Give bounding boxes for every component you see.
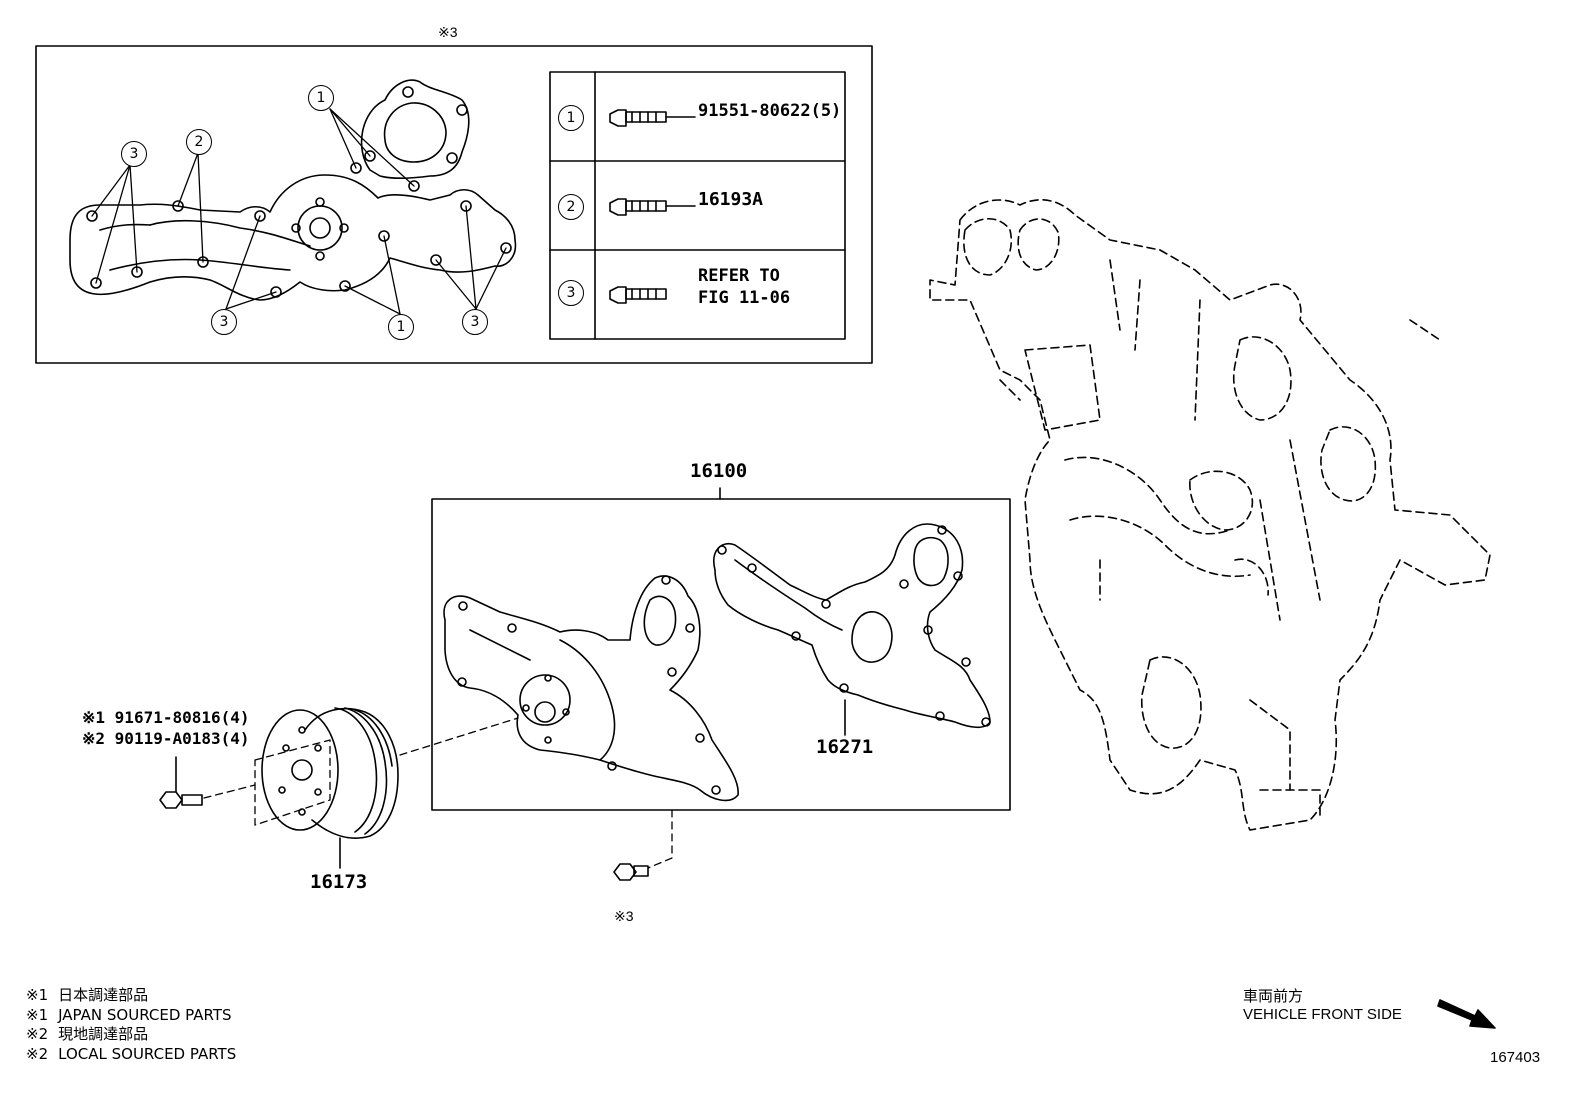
pump-bolt-drawing bbox=[613, 863, 649, 881]
fastener-table-frame bbox=[549, 71, 846, 340]
pump-bolt-ref-mark: ※3 bbox=[614, 908, 634, 924]
part-number-91551-80622: 91551-80622(5) bbox=[698, 101, 842, 121]
legend-text: 日本調達部品 bbox=[58, 986, 149, 1004]
detail-bolt-holes bbox=[86, 86, 512, 298]
part-number-16193A: 16193A bbox=[698, 189, 764, 210]
gasket-drawing bbox=[713, 523, 991, 729]
part-number-16100: 16100 bbox=[690, 460, 748, 482]
vehicle-front-label-en: VEHICLE FRONT SIDE bbox=[1243, 1006, 1402, 1023]
part-number-16173: 16173 bbox=[310, 871, 368, 893]
part-number-16271: 16271 bbox=[816, 736, 874, 758]
legend-text: JAPAN SOURCED PARTS bbox=[58, 1005, 232, 1024]
pulley-bolt-part-1: ※1 91671-80816(4) bbox=[82, 708, 250, 727]
legend-text: LOCAL SOURCED PARTS bbox=[58, 1044, 237, 1063]
callout-1-top: 1 bbox=[308, 85, 334, 111]
legend-row: ※1 日本調達部品 bbox=[26, 986, 246, 1006]
detail-box-frame bbox=[35, 45, 873, 364]
table-key-1: 1 bbox=[558, 105, 584, 131]
legend-mark: ※1 bbox=[26, 1005, 49, 1024]
figure-id: 167403 bbox=[1490, 1049, 1541, 1066]
bolt-icon-row2 bbox=[609, 198, 696, 216]
legend-mark: ※2 bbox=[26, 1044, 49, 1063]
assembly-box-frame bbox=[431, 498, 1011, 811]
pulley-drawing bbox=[261, 707, 399, 839]
pulley-bolt-drawing bbox=[159, 756, 203, 809]
detail-box-ref-mark: ※3 bbox=[438, 24, 458, 40]
callout-2: 2 bbox=[186, 129, 212, 155]
refer-to-line2: FIG 11-06 bbox=[698, 288, 791, 308]
gasket-bolt-holes bbox=[717, 525, 991, 727]
vehicle-front-arrow bbox=[1437, 999, 1496, 1029]
callout-1-bottom: 1 bbox=[388, 314, 414, 340]
legend-row: ※2 LOCAL SOURCED PARTS bbox=[26, 1045, 246, 1065]
pulley-bolt-part-2: ※2 90119-A0183(4) bbox=[82, 729, 250, 748]
table-key-2: 2 bbox=[558, 194, 584, 220]
detail-pump-outline bbox=[69, 174, 517, 301]
bolt-icon-row1 bbox=[609, 109, 696, 127]
legend-mark: ※1 bbox=[26, 986, 49, 1004]
timing-cover-drawing bbox=[929, 199, 1491, 831]
legend-row: ※2 現地調達部品 bbox=[26, 1025, 246, 1045]
water-pump-drawing bbox=[443, 575, 739, 802]
refer-to-line1: REFER TO bbox=[698, 266, 780, 286]
callout-3-bottom-left: 3 bbox=[211, 309, 237, 335]
legend-row: ※1 JAPAN SOURCED PARTS bbox=[26, 1006, 246, 1026]
bolt-icon-row3 bbox=[609, 286, 667, 304]
table-key-3: 3 bbox=[558, 280, 584, 306]
pump-bolt-holes bbox=[457, 575, 721, 795]
vehicle-front-label-jp: 車両前方 bbox=[1243, 987, 1304, 1005]
callout-3-left: 3 bbox=[121, 141, 147, 167]
legend-text: 現地調達部品 bbox=[58, 1025, 149, 1043]
legend-mark: ※2 bbox=[26, 1025, 49, 1043]
callout-3-bottom-right: 3 bbox=[462, 309, 488, 335]
